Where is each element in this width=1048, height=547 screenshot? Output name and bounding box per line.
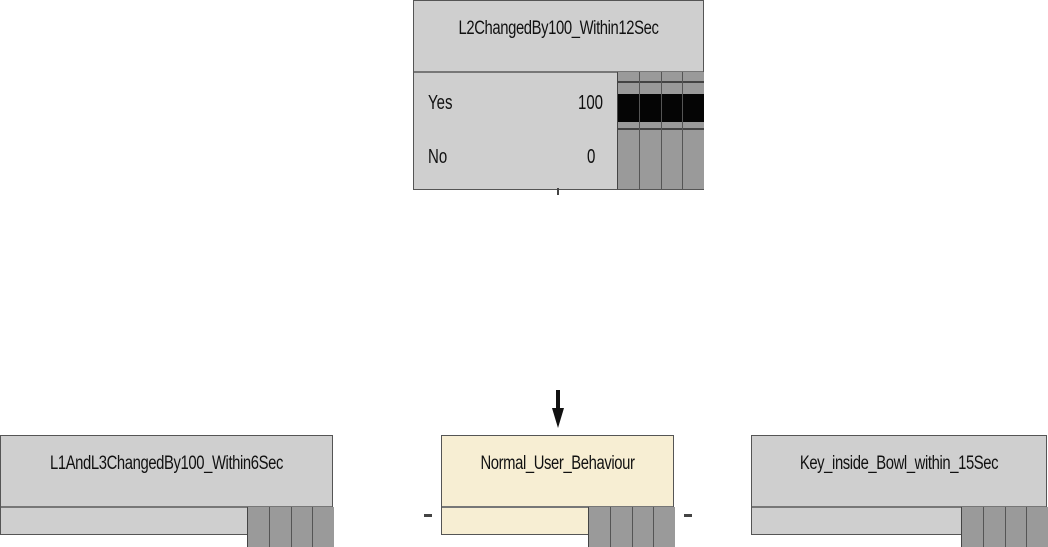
edge-stub-right [684, 514, 692, 517]
node-normal-user-behaviour[interactable]: Normal_User_Behaviour [441, 435, 675, 547]
bar-tick [983, 507, 984, 547]
state-bar-area [588, 507, 675, 547]
bar-tick [269, 507, 270, 547]
node-separator [752, 506, 1046, 508]
state-label-no: No [428, 146, 448, 168]
state-label-yes: Yes [428, 92, 453, 114]
bar-tick [639, 72, 640, 189]
node-l1-l3-changed[interactable]: L1AndL3ChangedBy100_Within6Sec [0, 435, 334, 547]
node-title: L1AndL3ChangedBy100_Within6Sec [49, 453, 284, 474]
node-title: Normal_User_Behaviour [480, 453, 635, 474]
bar-tick [661, 72, 662, 189]
bar-tick [1005, 507, 1006, 547]
bar-tick [291, 507, 292, 547]
bar-tick [653, 507, 654, 547]
node-title: L2ChangedBy100_Within12Sec [458, 18, 659, 39]
node-l2-changed[interactable]: L2ChangedBy100_Within12Sec Yes 100 No 0 [413, 0, 704, 190]
state-bar-area [961, 507, 1048, 547]
bar-tick [1026, 507, 1027, 547]
edge-stub-left [424, 514, 432, 517]
state-bar-area [617, 72, 704, 189]
bar-tick [610, 507, 611, 547]
edge-arrowhead-icon [552, 390, 564, 428]
edge-stub [557, 188, 559, 195]
bar-tick [632, 507, 633, 547]
bar-tick [682, 72, 683, 189]
node-key-inside-bowl[interactable]: Key_inside_Bowl_within_15Sec [751, 435, 1048, 547]
bar-tick [312, 507, 313, 547]
state-bar-area [247, 507, 334, 547]
node-title: Key_inside_Bowl_within_15Sec [799, 453, 999, 474]
node-separator [1, 506, 332, 508]
state-value-no: 0 [587, 146, 596, 168]
node-separator [442, 506, 673, 508]
node-separator [414, 71, 703, 73]
state-value-yes: 100 [578, 92, 604, 114]
